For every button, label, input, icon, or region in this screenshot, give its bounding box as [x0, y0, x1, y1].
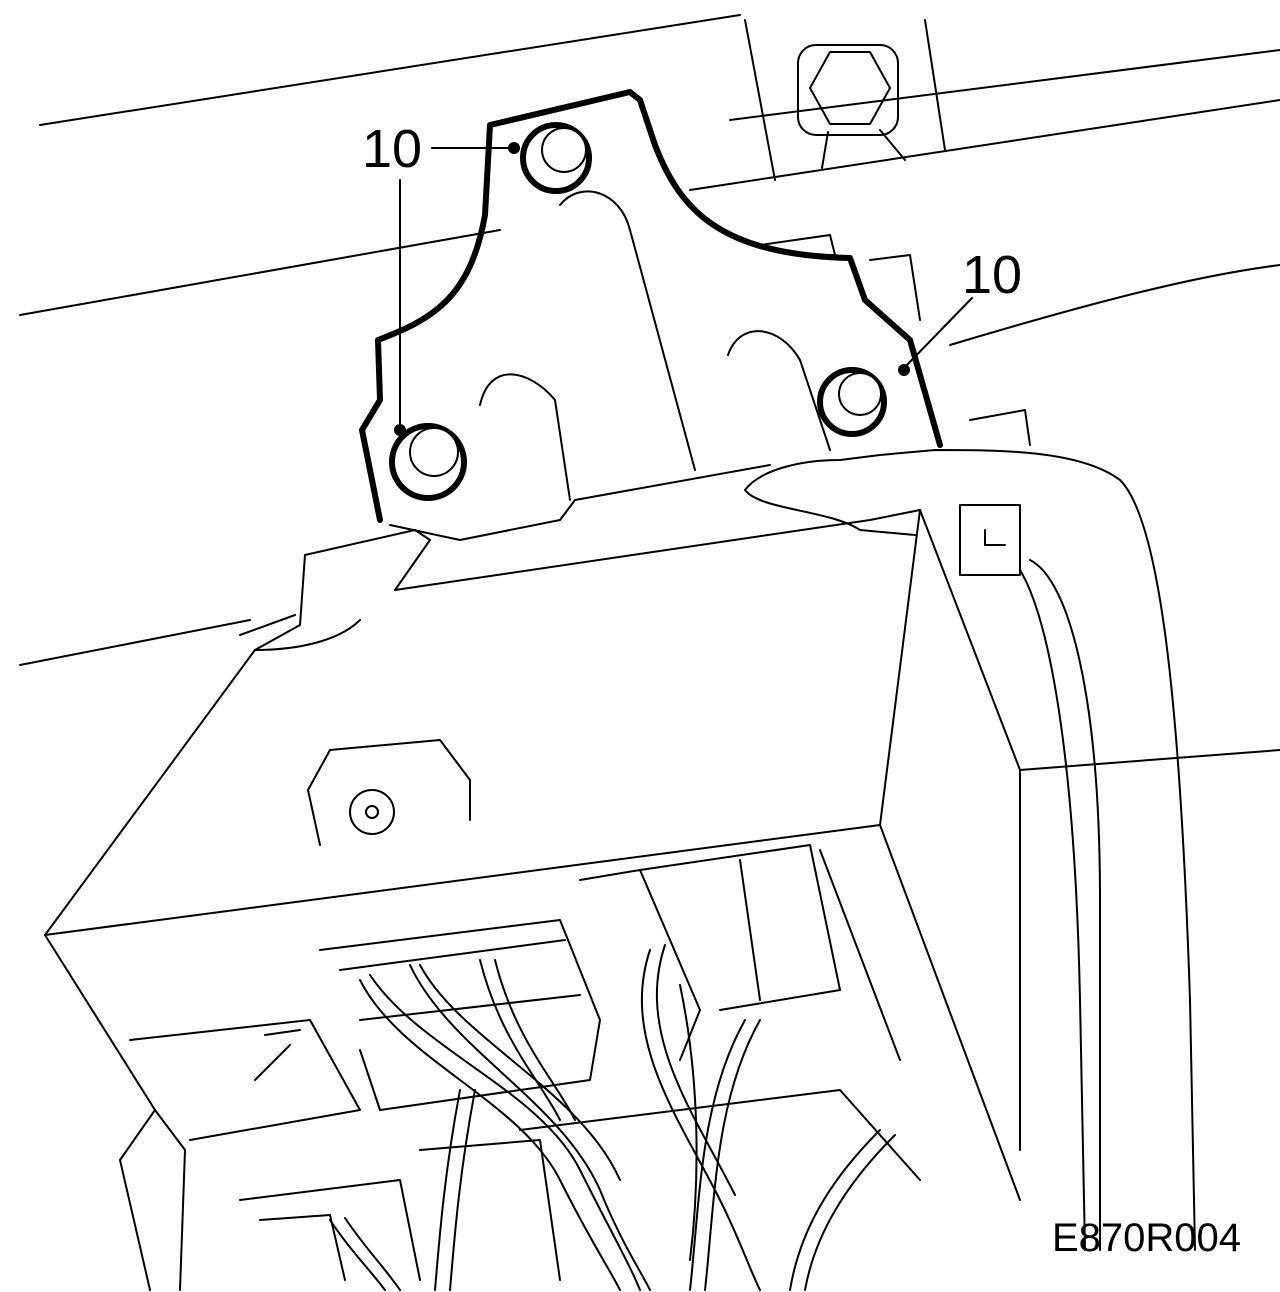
callout-leaders: [394, 142, 973, 436]
control-unit-housing: [44, 509, 1021, 1291]
connector-block: [239, 844, 921, 1281]
hex-bolt: [797, 44, 906, 169]
bracket-bolt-left: [389, 423, 467, 501]
wiring-harness: [329, 944, 896, 1291]
bracket-bolt-top: [520, 122, 592, 194]
mounting-bracket: [359, 89, 943, 541]
connector-clip: [744, 409, 1196, 1251]
housing-screw-mount: [307, 739, 471, 846]
callout-label-10-left: 10: [362, 119, 423, 179]
callout-label-10-right: 10: [962, 245, 1023, 305]
bracket-bolt-right: [817, 367, 887, 437]
figure-code: E870R004: [1052, 1216, 1242, 1260]
